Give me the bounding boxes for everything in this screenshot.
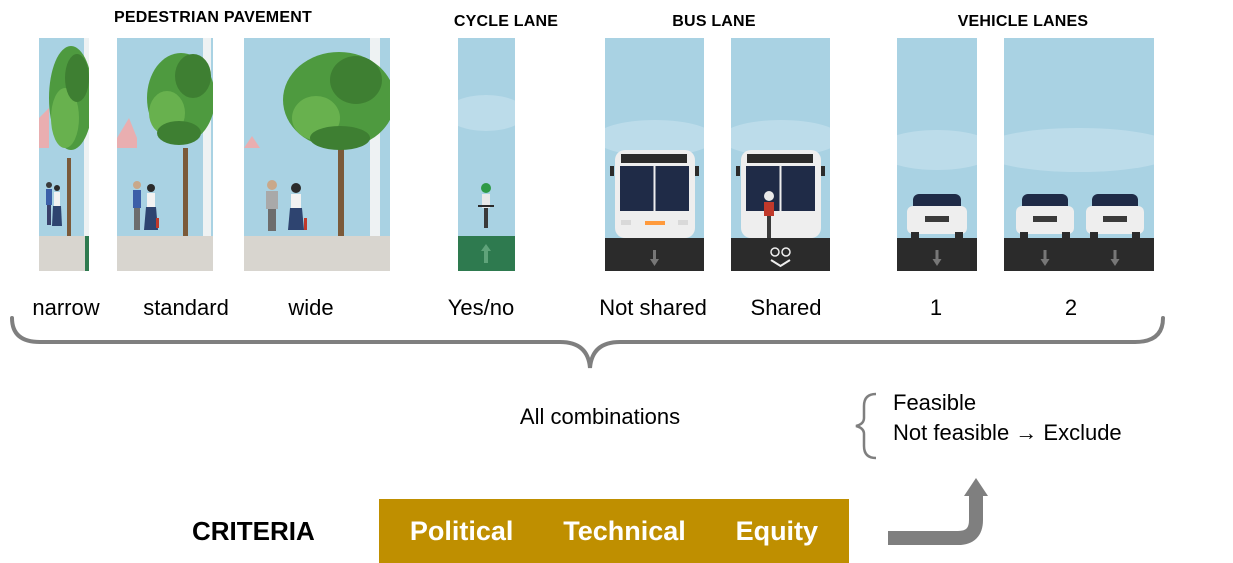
heading-vehicle-lanes: VEHICLE LANES <box>957 13 1089 30</box>
tree-icon <box>147 53 213 240</box>
heading-bus-lane: BUS LANE <box>672 13 756 30</box>
option-label-vehicle-1: 1 <box>929 295 943 320</box>
pedestrian-icon <box>266 180 307 231</box>
pedestrian-icon <box>133 181 159 230</box>
pedestrian-icon <box>46 182 62 226</box>
tree-icon <box>49 46 89 238</box>
bus-cycle-shared-icon <box>770 247 791 268</box>
heading-cycle-lane: CYCLE LANE <box>453 13 559 30</box>
option-label-wide: wide <box>288 295 334 320</box>
cyclist-icon <box>764 191 774 238</box>
option-label-bus-shared: Shared <box>750 295 822 320</box>
tree-icon <box>283 52 390 240</box>
option-label-cycle-yes-no: Yes/no <box>447 295 515 320</box>
combinations-brace <box>10 316 1165 369</box>
bus-not-shared-tile <box>605 38 704 271</box>
bus-icon <box>610 150 699 238</box>
pavement-wide-tile <box>244 38 390 271</box>
criteria-label: CRITERIA <box>192 516 315 546</box>
down-arrow-icon <box>1040 250 1050 266</box>
bus-icon <box>736 150 825 238</box>
car-icon <box>907 194 967 238</box>
up-arrow-icon <box>481 244 491 263</box>
criterion-equity: Equity <box>735 515 819 546</box>
feasible-label: Feasible <box>893 390 977 415</box>
vehicle-1-lane-tile <box>897 38 977 271</box>
option-label-standard: standard <box>143 295 229 320</box>
outcomes-brace <box>855 392 877 460</box>
option-label-narrow: narrow <box>32 295 100 320</box>
criterion-technical: Technical <box>563 515 686 546</box>
option-label-bus-not-shared: Not shared <box>599 295 707 320</box>
down-arrow-icon <box>932 250 942 266</box>
option-label-vehicle-2: 2 <box>1064 295 1078 320</box>
cyclist-icon <box>478 183 494 228</box>
pavement-standard-tile <box>117 38 213 271</box>
down-arrow-icon <box>1110 250 1120 266</box>
feasibility-outcomes: Feasible Not feasible → Exclude <box>893 388 1122 448</box>
not-feasible-label: Not feasible → Exclude <box>893 420 1122 445</box>
down-arrow-icon <box>650 250 659 266</box>
car-icon <box>1086 194 1144 238</box>
bus-shared-tile <box>731 38 830 271</box>
cycle-lane-tile <box>458 38 515 271</box>
criteria-box: Political Technical Equity <box>379 499 849 563</box>
criteria-feedback-arrow <box>888 478 988 545</box>
criterion-political: Political <box>409 515 514 546</box>
all-combinations-label: All combinations <box>519 404 681 429</box>
car-icon <box>1016 194 1074 238</box>
vehicle-2-lanes-tile <box>1004 38 1154 271</box>
pavement-narrow-tile <box>39 38 89 271</box>
heading-pedestrian-pavement: PEDESTRIAN PAVEMENT <box>114 9 312 26</box>
